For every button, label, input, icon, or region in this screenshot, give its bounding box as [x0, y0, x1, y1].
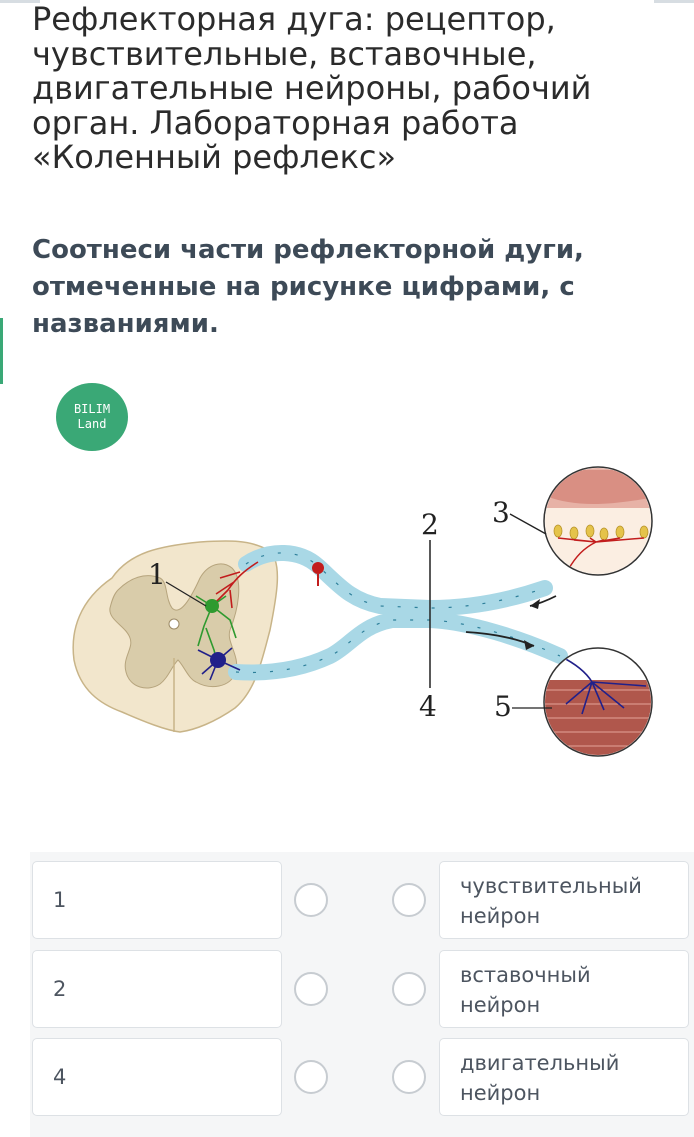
- left-connector-dot[interactable]: [294, 972, 328, 1006]
- match-left-item[interactable]: 2: [32, 950, 282, 1028]
- top-bar: [0, 0, 694, 3]
- match-left-item[interactable]: 1: [32, 861, 282, 939]
- skin-receptor-illustration: [545, 468, 651, 574]
- reflex-arc-diagram: 1 2 3 4 5: [72, 466, 653, 757]
- match-right-label: чувствительный нейрон: [460, 874, 642, 928]
- sensory-neuron-fibers: [211, 561, 259, 609]
- match-left-label: 2: [53, 977, 67, 1001]
- left-connector-dot[interactable]: [294, 1060, 328, 1094]
- dorsal-root: [238, 545, 553, 617]
- right-connector-dot[interactable]: [392, 883, 426, 917]
- ventral-root: [228, 612, 568, 681]
- logo-text-line1: BILIM: [73, 402, 111, 416]
- right-connector-dot[interactable]: [392, 1060, 426, 1094]
- bilimland-logo: BILIM Land: [56, 383, 128, 451]
- question-text: Соотнеси части рефлекторной дуги, отмече…: [32, 235, 584, 339]
- match-right-label: двигательный нейрон: [460, 1051, 620, 1105]
- match-right-item[interactable]: двигательный нейрон: [439, 1038, 689, 1116]
- figure-label-4: 4: [419, 690, 437, 723]
- match-right-label: вставочный нейрон: [460, 963, 591, 1017]
- match-left-label: 1: [53, 888, 67, 912]
- left-accent-bar: [0, 318, 3, 384]
- figure-label-2: 2: [421, 508, 439, 541]
- logo-text-line2: Land: [77, 417, 107, 431]
- figure-label-5: 5: [494, 690, 512, 723]
- left-connector-dot[interactable]: [294, 883, 328, 917]
- figure-label-1: 1: [148, 558, 166, 591]
- figure-label-3: 3: [492, 496, 510, 529]
- right-connector-dot[interactable]: [392, 972, 426, 1006]
- sensory-neuron-body: [312, 562, 324, 574]
- match-right-item[interactable]: чувствительный нейрон: [439, 861, 689, 939]
- page-title: Рефлекторная дуга: рецептор, чувствитель…: [32, 0, 592, 176]
- match-left-item[interactable]: 4: [32, 1038, 282, 1116]
- match-right-item[interactable]: вставочный нейрон: [439, 950, 689, 1028]
- match-left-label: 4: [53, 1065, 67, 1089]
